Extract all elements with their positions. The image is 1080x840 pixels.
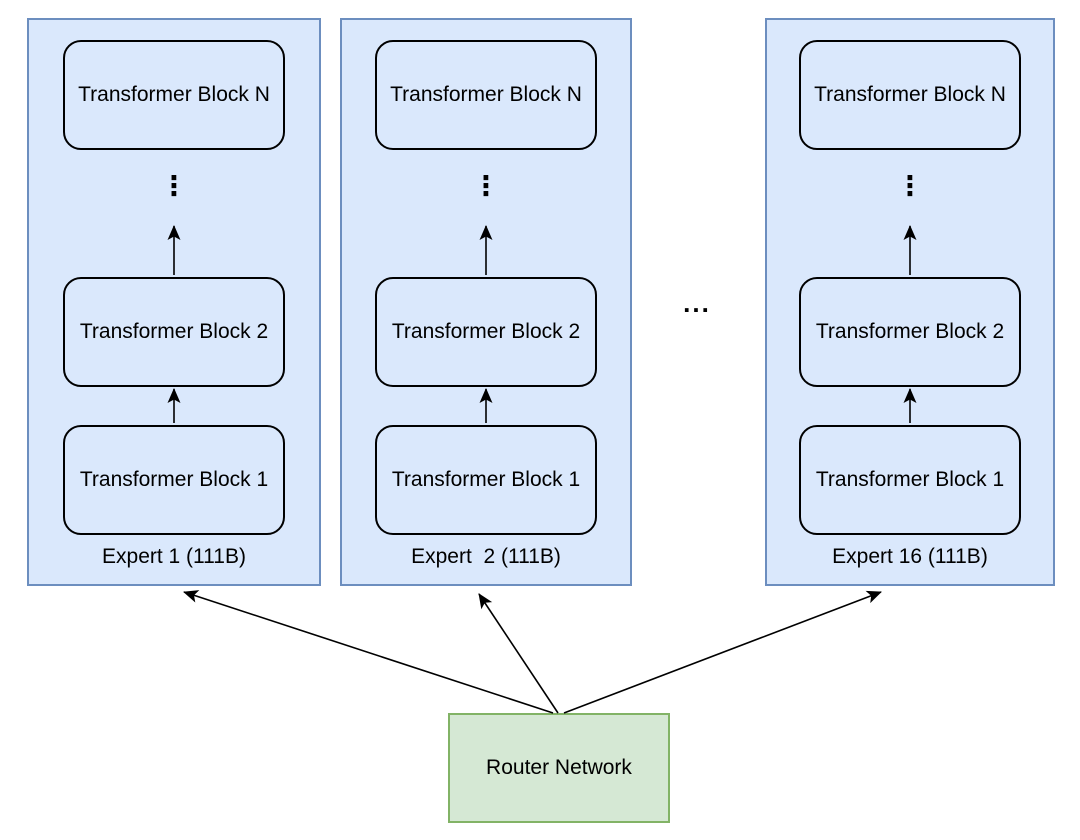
expert-16-transformer-block-2: Transformer Block 2: [799, 277, 1021, 387]
vertical-ellipsis-icon: ⋮: [472, 171, 500, 202]
expert-16-transformer-block-1: Transformer Block 1: [799, 425, 1021, 535]
more-experts-ellipsis-icon: ...: [683, 288, 711, 318]
router-to-expert-2-arrow: [478, 593, 559, 714]
router-to-expert-16-arrow: [563, 590, 882, 714]
expert-2-container: Transformer Block N ⋮ Transformer Block …: [340, 18, 632, 586]
expert-1-transformer-block-2: Transformer Block 2: [63, 277, 285, 387]
expert-1-transformer-block-1: Transformer Block 1: [63, 425, 285, 535]
router-network-box: Router Network: [448, 713, 670, 823]
expert-16-container: Transformer Block N ⋮ Transformer Block …: [765, 18, 1055, 586]
vertical-ellipsis-icon: ⋮: [896, 171, 924, 202]
expert-1-container: Transformer Block N ⋮ Transformer Block …: [27, 18, 321, 586]
expert-16-label: Expert 16 (111B): [832, 545, 988, 568]
expert-1-transformer-block-n: Transformer Block N: [63, 40, 285, 150]
expert-2-transformer-block-2: Transformer Block 2: [375, 277, 597, 387]
expert-2-label: Expert 2 (111B): [411, 545, 561, 568]
expert-2-transformer-block-n: Transformer Block N: [375, 40, 597, 150]
vertical-ellipsis-icon: ⋮: [160, 171, 188, 202]
expert-1-label: Expert 1 (111B): [102, 545, 246, 568]
expert-2-transformer-block-1: Transformer Block 1: [375, 425, 597, 535]
router-to-expert-1-arrow: [183, 590, 554, 714]
expert-16-transformer-block-n: Transformer Block N: [799, 40, 1021, 150]
